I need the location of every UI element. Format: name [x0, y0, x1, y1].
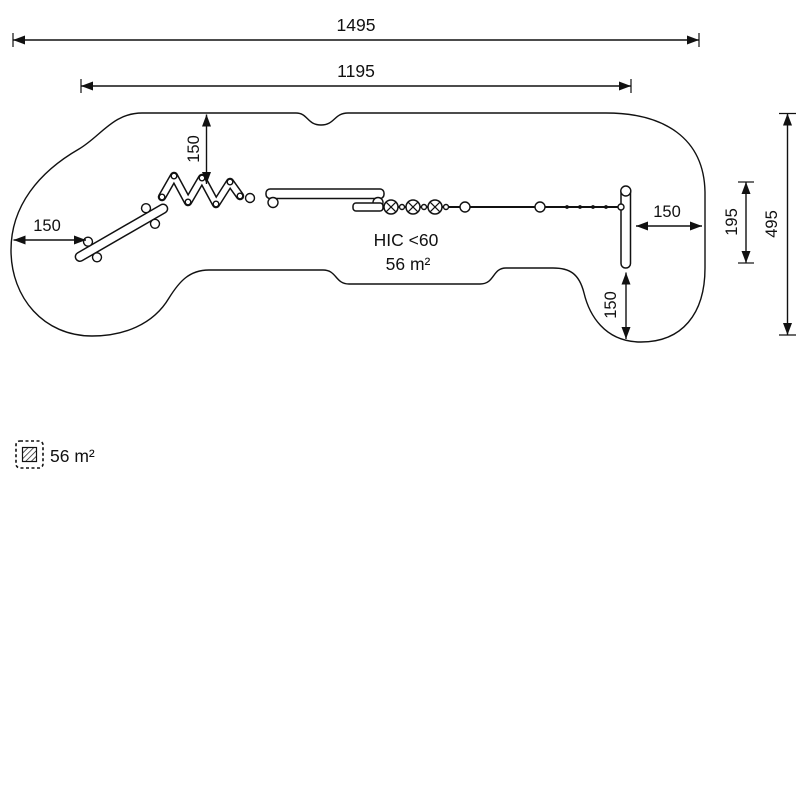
dim-right-inner-height: 195: [723, 181, 754, 264]
rope-ring: [534, 201, 546, 213]
balance-beam-body: [74, 203, 169, 262]
legend: 56 m²: [15, 440, 95, 469]
safety-zone-outline: [10, 112, 706, 343]
dim-top-clearance-label: 150: [185, 135, 203, 163]
rope-dots: [565, 205, 608, 209]
dim-bottom-clearance-label: 150: [602, 291, 620, 319]
post-marker: [244, 192, 256, 204]
end-post-body: [620, 186, 632, 269]
beam-post-circle: [140, 202, 152, 214]
end-post-knob: [620, 185, 632, 197]
dim-left-clearance: 150: [13, 217, 86, 245]
straight-beam-body: [265, 188, 385, 200]
legend-zone-swatch: [15, 440, 44, 469]
legend-hatch-swatch: [21, 446, 38, 463]
dim-right-clearance: 150: [636, 203, 702, 231]
hic-label: HIC <60: [374, 230, 439, 250]
dim-top-clearance: 150: [185, 114, 211, 184]
rope-ring: [459, 201, 471, 213]
bridge-ramp: [352, 202, 384, 212]
beam-post-circle: [149, 218, 161, 230]
beam-post-circle: [91, 252, 103, 263]
dim-right-inner-height-label: 195: [723, 208, 741, 236]
beam-post-circle: [82, 236, 94, 247]
dim-inner-width-label: 1195: [337, 61, 375, 81]
zone-area-label: 56 m²: [386, 254, 431, 274]
dim-left-clearance-label: 150: [33, 217, 61, 235]
end-post: [617, 185, 632, 269]
zigzag-joints: [158, 172, 244, 208]
dim-bottom-clearance: 150: [602, 272, 631, 339]
beam-post-circle: [267, 196, 279, 209]
rope-anchor: [617, 203, 625, 211]
dim-overall-height: 495: [763, 112, 796, 336]
dim-overall-width-label: 1495: [337, 15, 376, 35]
legend-area-label: 56 m²: [50, 446, 95, 466]
dim-inner-width: 1195: [80, 61, 632, 93]
dim-overall-height-label: 495: [763, 210, 781, 238]
dim-overall-width: 1495: [12, 15, 700, 47]
wobble-discs: [383, 199, 443, 215]
wobble-disc-bridge: [352, 199, 457, 215]
rope-traverse: [452, 201, 621, 213]
disc-links: [398, 203, 450, 211]
dim-right-clearance-label: 150: [653, 203, 681, 221]
